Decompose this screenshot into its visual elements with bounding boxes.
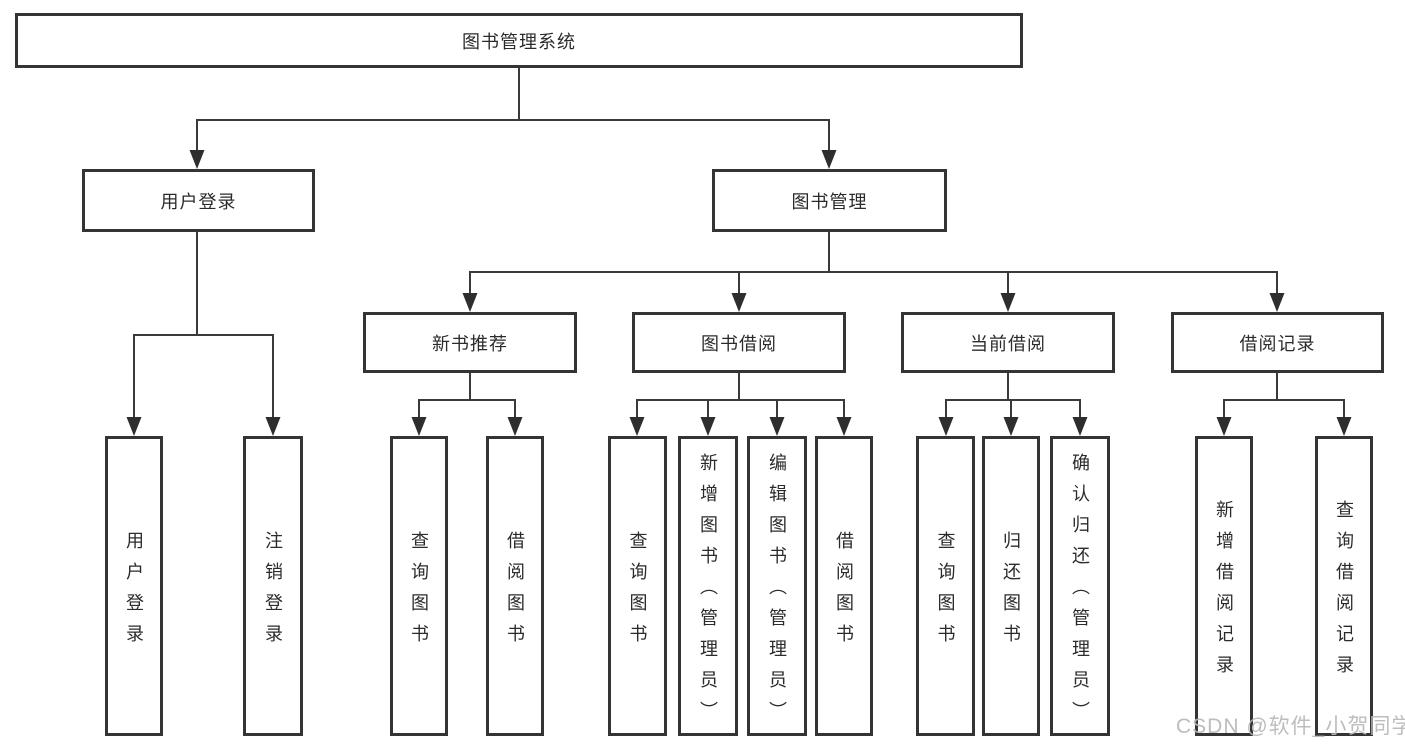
node-label: 新书推荐 — [432, 333, 508, 354]
node-label: 查询图书 — [627, 530, 648, 655]
node-label: 编辑图书（管理员） — [767, 453, 787, 732]
leaf-confirm-return-admin: 确认归还（管理员） — [1050, 436, 1110, 736]
leaf-query-borrow-record: 查询借阅记录 — [1315, 436, 1373, 736]
leaf-query-book-current: 查询图书 — [916, 436, 975, 736]
node-borrowing-records: 借阅记录 — [1171, 312, 1384, 373]
leaf-add-borrow-record: 新增借阅记录 — [1195, 436, 1253, 736]
node-label: 用户登录 — [124, 530, 144, 655]
node-label: 借阅记录 — [1239, 333, 1316, 354]
leaf-borrow-book-recommend: 借阅图书 — [486, 436, 544, 736]
leaf-query-book-borrowing: 查询图书 — [608, 436, 667, 736]
node-label: 查询图书 — [409, 530, 429, 655]
node-label: 图书管理系统 — [462, 31, 576, 52]
leaf-add-book-admin: 新增图书（管理员） — [678, 436, 738, 736]
leaf-logout: 注销登录 — [243, 436, 303, 736]
node-label: 图书借阅 — [701, 333, 777, 354]
leaf-user-login: 用户登录 — [105, 436, 163, 736]
node-label: 新增借阅记录 — [1214, 499, 1234, 686]
node-book-borrowing: 图书借阅 — [632, 312, 846, 373]
node-label: 注销登录 — [263, 530, 283, 655]
node-label: 新增图书（管理员） — [698, 453, 718, 732]
node-label: 当前借阅 — [970, 333, 1046, 354]
leaf-borrow-book: 借阅图书 — [815, 436, 873, 736]
node-label: 用户登录 — [160, 191, 237, 212]
node-current-borrowing: 当前借阅 — [901, 312, 1115, 373]
leaf-query-book-recommend: 查询图书 — [390, 436, 448, 736]
node-root-system: 图书管理系统 — [15, 13, 1023, 68]
leaf-edit-book-admin: 编辑图书（管理员） — [747, 436, 807, 736]
node-label: 查询借阅记录 — [1334, 499, 1354, 686]
node-label: 确认归还（管理员） — [1070, 453, 1090, 732]
leaf-return-book: 归还图书 — [982, 436, 1040, 736]
node-label: 借阅图书 — [834, 530, 854, 655]
node-label: 查询图书 — [935, 530, 956, 655]
node-label: 借阅图书 — [505, 530, 525, 655]
node-label: 归还图书 — [1001, 530, 1021, 655]
node-book-management: 图书管理 — [712, 169, 947, 232]
csdn-watermark: CSDN @软件_小贺同学 — [1176, 715, 1405, 738]
node-user-login: 用户登录 — [82, 169, 315, 232]
node-new-book-recommend: 新书推荐 — [363, 312, 577, 373]
node-label: 图书管理 — [791, 191, 868, 212]
